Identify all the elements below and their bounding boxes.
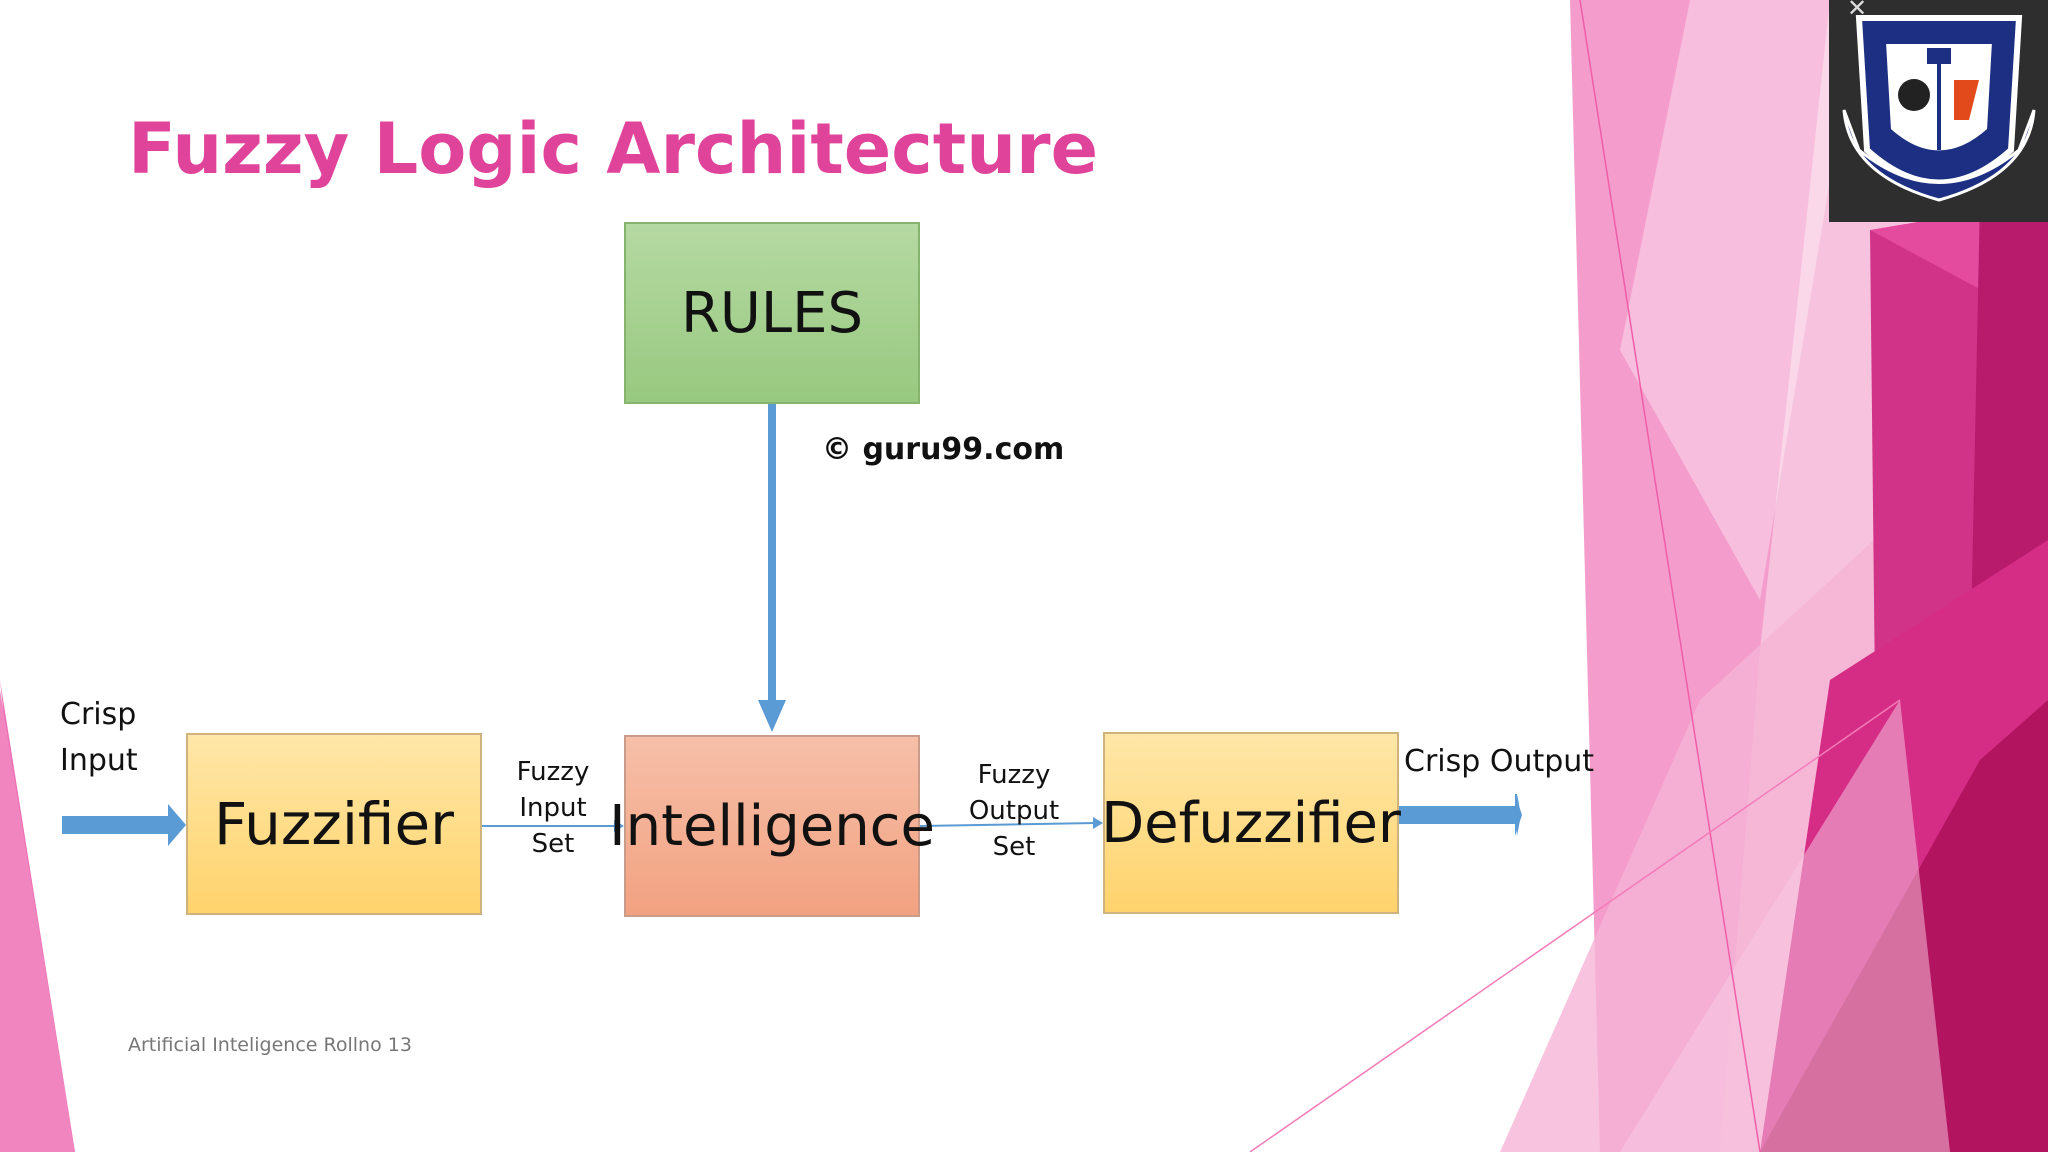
rules-to-intelligence-arrowhead: [758, 700, 786, 732]
rules-box: RULES: [624, 222, 920, 404]
crisp-input-line1: Crisp: [60, 697, 137, 732]
fuzzy-output-line1: Fuzzy Output: [968, 760, 1060, 826]
crisp-input-arrowhead: [168, 804, 186, 846]
college-emblem-icon: [1829, 0, 2048, 222]
fuzzy-output-set-arrow: [919, 822, 1096, 827]
crisp-input-label: Crisp Input: [60, 692, 138, 784]
copyright-text: © guru99.com: [822, 432, 1065, 467]
college-logo: [1829, 0, 2048, 222]
fuzzy-output-set-label: Fuzzy Output Set: [930, 757, 1098, 865]
fuzzy-output-line2: Set: [992, 832, 1036, 862]
slide-footer: Artificial Inteligence Rollno 13: [128, 1034, 412, 1056]
fuzzy-input-line1: Fuzzy Input: [516, 757, 590, 823]
defuzzifier-box: Defuzzifier: [1101, 732, 1401, 914]
fuzzifier-box: Fuzzifier: [186, 733, 482, 915]
crisp-input-arrow: [62, 816, 170, 834]
crisp-output-label: Crisp Output: [1404, 744, 1595, 779]
fuzzy-input-line2: Set: [531, 829, 575, 859]
intelligence-box: Intelligence: [609, 735, 935, 917]
slide-title: Fuzzy Logic Architecture: [128, 108, 1099, 190]
crisp-output-arrow: [1399, 806, 1517, 824]
fuzzy-input-set-arrowhead: [614, 820, 624, 832]
fuzzy-input-set-label: Fuzzy Input Set: [490, 754, 616, 862]
crisp-input-line2: Input: [60, 743, 138, 778]
close-icon[interactable]: ✕: [1847, 0, 1868, 22]
fuzzy-output-set-arrowhead: [1093, 817, 1103, 829]
